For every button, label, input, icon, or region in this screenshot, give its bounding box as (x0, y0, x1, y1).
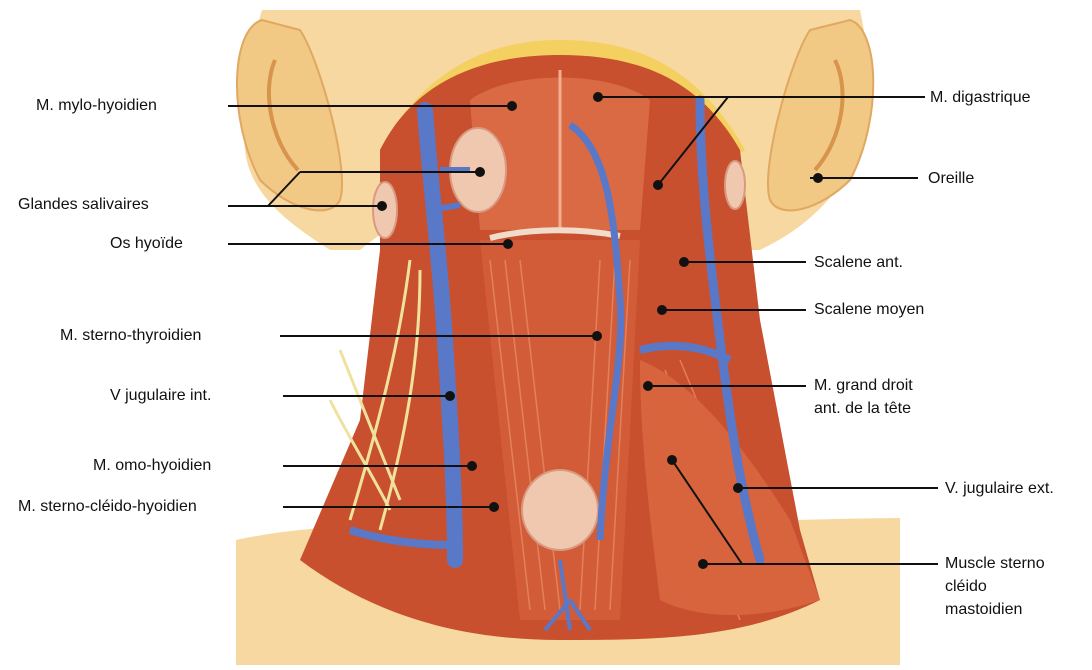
label-grand-droit-line1: M. grand droit (814, 376, 913, 396)
label-sterno-cleido-hyoidien: M. sterno-cléido-hyoidien (18, 497, 197, 517)
label-scalene-moyen: Scalene moyen (814, 300, 924, 320)
label-sterno-mastoidien-line3: mastoidien (945, 600, 1022, 620)
label-v-jugulaire-ext: V. jugulaire ext. (945, 479, 1054, 499)
thyroid-gland (522, 470, 598, 550)
label-sterno-mastoidien-line1: Muscle sterno (945, 554, 1045, 574)
label-oreille: Oreille (928, 169, 974, 189)
label-digastrique: M. digastrique (930, 88, 1031, 108)
label-glandes-salivaires: Glandes salivaires (18, 195, 149, 215)
label-omo-hyoidien: M. omo-hyoidien (93, 456, 211, 476)
label-sterno-mastoidien-line2: cléido (945, 577, 987, 597)
label-v-jugulaire-int: V jugulaire int. (110, 386, 211, 406)
salivary-gland-right (725, 161, 745, 209)
label-sterno-thyroidien: M. sterno-thyroidien (60, 326, 201, 346)
label-scalene-ant: Scalene ant. (814, 253, 903, 273)
label-os-hyoide: Os hyoïde (110, 234, 183, 254)
label-grand-droit-line2: ant. de la tête (814, 399, 911, 419)
label-mylo-hyoidien: M. mylo-hyoidien (36, 96, 157, 116)
